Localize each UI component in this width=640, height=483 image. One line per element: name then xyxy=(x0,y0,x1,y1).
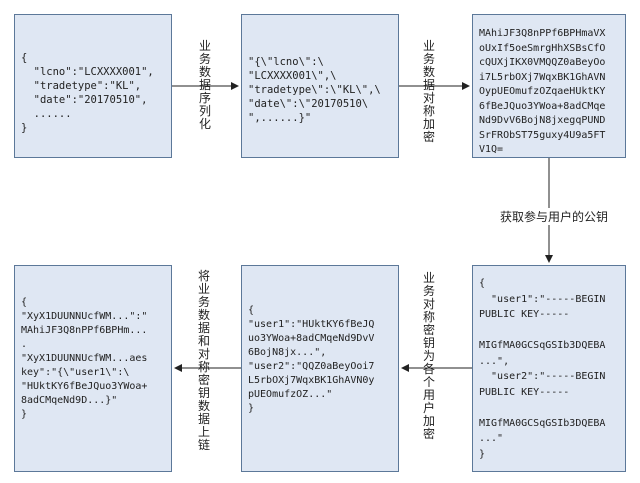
code-line: } xyxy=(21,122,28,134)
box-encrypted-keys: { "user1":"HUktKY6fBeJQ uo3YWoa+8adCMqeNd9… xyxy=(241,265,399,472)
code-line: "user2":"QQZ0aBeyOoi7 xyxy=(248,361,375,372)
code-line: ",......}" xyxy=(248,112,312,124)
code-line: OypUEOmufzOZqaeHUktKY xyxy=(479,86,606,97)
code-line: . xyxy=(21,339,28,350)
box-serialized-data: "{\"lcno\":\ "LCXXXX001\",\ "tradetype\":\… xyxy=(241,14,399,158)
code-line: "user1":"-----BEGIN xyxy=(479,293,606,305)
code-line: Nd9DvV6BojN8jxegqPUND xyxy=(479,115,606,126)
code-line: "user2":"-----BEGIN xyxy=(479,371,606,382)
code-line: SrFRObST75guxy4U9a5FT xyxy=(479,129,606,141)
code-line: "XyX1DUUNNUcfWM...aes xyxy=(21,353,148,364)
code-line: 6BojN8jx...", xyxy=(248,347,327,358)
code-line: "tradetype\":\"KL\",\ xyxy=(248,84,381,96)
label-serialize: 业务数据序列化 xyxy=(198,39,211,131)
code-line: 8adCMqeNd9D...}" xyxy=(21,395,118,406)
code-line: PUBLIC KEY----- xyxy=(479,386,570,398)
code-line: MAhiJF3Q8nPPf6BPHm... xyxy=(21,325,148,336)
code-line: "date":"20170510", xyxy=(21,94,148,106)
code-line: "{\"lcno\":\ xyxy=(248,56,324,68)
code-line: "HUktKY6fBeJQuo3YWoa+ xyxy=(21,381,148,392)
code-line: i7L5rbOXj7WqxBK1GhAVN xyxy=(479,71,606,83)
code-line: V1Q= xyxy=(479,144,504,155)
box-encrypted-data: MAhiJF3Q8nPPf6BPHmaVX oUxIf5oeSmrgHhXSBsC… xyxy=(472,14,626,158)
code-line: MIGfMA0GCSqGSIb3DQEBA xyxy=(479,417,606,429)
code-line: "tradetype":"KL", xyxy=(21,80,142,92)
label-encrypt-symmetric: 业务数据对称加密 xyxy=(422,39,435,144)
code-line: MIGfMA0GCSqGSIb3DQEBA xyxy=(479,340,606,351)
code-line: 6fBeJQuo3YWoa+8adCMqe xyxy=(479,100,606,112)
code-line: "user1":"HUktKY6fBeJQ xyxy=(248,319,375,330)
code-line: } xyxy=(479,448,486,460)
code-line: oUxIf5oeSmrgHhXSBsCfO xyxy=(479,42,606,54)
code-line: "XyX1DUUNNUcfWM...":" xyxy=(21,311,148,322)
code-line: MAhiJF3Q8nPPf6BPHmaVX xyxy=(479,28,606,39)
label-get-pubkey: 获取参与用户的公钥 xyxy=(498,208,611,225)
code-line: "LCXXXX001\",\ xyxy=(248,70,337,82)
code-line: { xyxy=(248,305,255,316)
code-line: { xyxy=(479,278,486,289)
code-line: PUBLIC KEY----- xyxy=(479,309,570,320)
label-upload: 将业务数据和对称密钥数据上链 xyxy=(197,269,210,452)
code-line: cQUXjIKX0VMQQZ0aBeyOo xyxy=(479,57,606,68)
code-line: ..." xyxy=(479,433,504,444)
code-line: } xyxy=(21,409,28,420)
box-chain-data: { "XyX1DUUNNUcfWM...":" MAhiJF3Q8nPPf6BPHm… xyxy=(14,265,172,472)
code-line: uo3YWoa+8adCMqeNd9DvV xyxy=(248,333,375,344)
code-line: pUEOmufzOZ..." xyxy=(248,389,333,400)
code-line: { xyxy=(21,297,28,308)
label-encrypt-keys: 业务对称密钥为各个用户加密 xyxy=(422,271,435,441)
code-line: } xyxy=(248,403,255,414)
code-line: key":"{\"user1\":\ xyxy=(21,367,130,378)
box-user-public-keys: { "user1":"-----BEGIN PUBLIC KEY----- MIG… xyxy=(472,265,626,472)
code-line: L5rbOXj7WqxBK1GhAVN0y xyxy=(248,375,375,386)
code-line: ...", xyxy=(479,355,510,367)
box-raw-data: { "lcno":"LCXXXX001", "tradetype":"KL", … xyxy=(14,14,172,158)
code-line: ...... xyxy=(21,108,72,120)
code-line: "date\":\"20170510\ xyxy=(248,98,369,110)
code-line: "lcno":"LCXXXX001", xyxy=(21,66,154,78)
code-line: { xyxy=(21,52,28,64)
